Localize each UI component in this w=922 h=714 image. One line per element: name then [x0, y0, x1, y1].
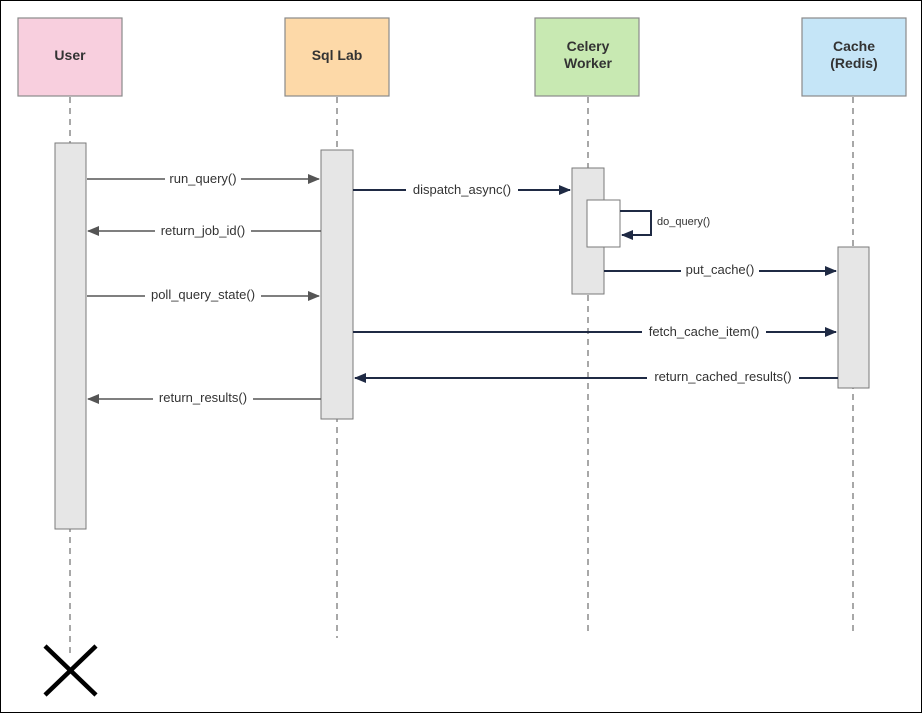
activation-user [54, 142, 87, 530]
actor-user: User [17, 17, 123, 97]
label-run-query: run_query() [169, 171, 236, 186]
activation-sqllab [320, 149, 354, 420]
label-return-job-id: return_job_id() [161, 223, 246, 238]
message-poll-query-state: poll_query_state() [87, 286, 320, 302]
message-return-job-id: return_job_id() [87, 222, 321, 238]
actor-sqllab: Sql Lab [284, 17, 390, 97]
activation-cache [837, 246, 870, 389]
message-return-results: return_results() [87, 389, 321, 405]
arrow-do-query [620, 210, 652, 240]
label-do-query: do_query() [657, 216, 710, 228]
actor-user-label: User [54, 47, 86, 63]
actor-celery-label-line2: Worker [564, 55, 613, 71]
message-put-cache: put_cache() [604, 262, 837, 278]
label-put-cache: put_cache() [686, 262, 755, 277]
actor-celery: Celery Worker [534, 17, 640, 97]
actor-cache: Cache (Redis) [801, 17, 907, 97]
label-poll-query-state: poll_query_state() [151, 287, 255, 302]
actor-cache-label-line2: (Redis) [830, 55, 877, 71]
actor-sqllab-label: Sql Lab [312, 47, 363, 63]
actor-cache-label-line1: Cache [833, 38, 875, 54]
message-fetch-cache-item: fetch_cache_item() [353, 323, 837, 339]
label-return-results: return_results() [159, 390, 247, 405]
message-dispatch-async: dispatch_async() [353, 181, 571, 197]
label-return-cached-results: return_cached_results() [654, 369, 791, 384]
label-fetch-cache-item: fetch_cache_item() [649, 324, 760, 339]
x-destroy-icon [43, 644, 98, 697]
actor-celery-label-line1: Celery [567, 38, 610, 54]
message-do-query: do_query() [620, 210, 710, 240]
activation-celery-nested [586, 199, 621, 248]
message-return-cached-results: return_cached_results() [354, 368, 838, 384]
label-dispatch-async: dispatch_async() [413, 182, 511, 197]
message-run-query: run_query() [87, 170, 320, 186]
